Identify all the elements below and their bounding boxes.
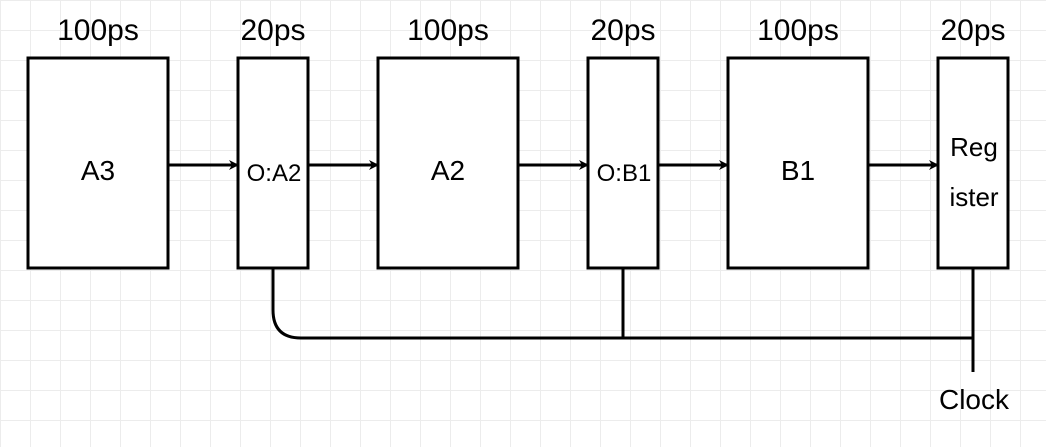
clock-label: Clock xyxy=(939,384,1010,415)
delay-label-a2: 100ps xyxy=(407,14,489,47)
block-label-a2: A2 xyxy=(431,155,465,186)
delay-label-o-a2: 20ps xyxy=(240,14,305,47)
block-a3 xyxy=(26,56,170,270)
delay-label-a3: 100ps xyxy=(57,14,139,47)
block-label-register-line-2: ister xyxy=(949,182,998,212)
block-a2 xyxy=(376,56,520,270)
delay-label-b1: 100ps xyxy=(757,14,839,47)
delay-label-o-b1: 20ps xyxy=(590,14,655,47)
block-o-a2 xyxy=(236,56,310,270)
block-label-o-a2: O:A2 xyxy=(247,160,302,187)
block-label-a3: A3 xyxy=(81,155,115,186)
block-label-b1: B1 xyxy=(781,155,815,186)
block-label-register-line-1: Reg xyxy=(950,132,998,162)
block-label-o-b1: O:B1 xyxy=(597,160,652,187)
block-o-b1 xyxy=(586,56,660,270)
block-register xyxy=(936,56,1010,270)
block-b1 xyxy=(726,56,870,270)
delay-label-register: 20ps xyxy=(940,14,1005,47)
clock-wire-o-a2 xyxy=(271,268,973,340)
